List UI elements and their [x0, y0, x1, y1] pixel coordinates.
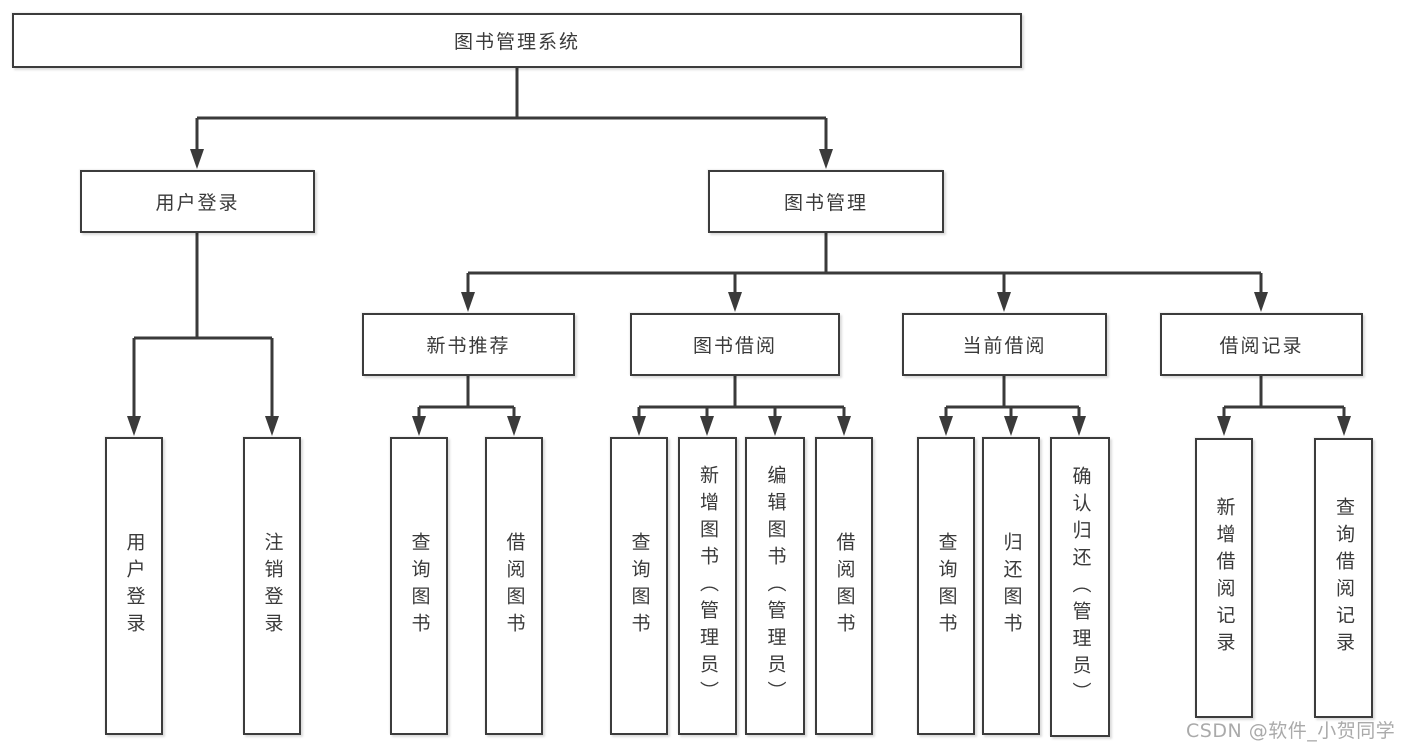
leaf-add-books-admin: 新增图书（管理员）	[678, 437, 737, 735]
node-book-borrow: 图书借阅	[630, 313, 840, 376]
arrow-down-icon	[728, 292, 742, 312]
arrow-down-icon	[1254, 292, 1268, 312]
leaf-return-books: 归还图书	[982, 437, 1040, 735]
arrow-down-icon	[997, 292, 1011, 312]
arrow-down-icon	[819, 149, 833, 169]
arrow-down-icon	[939, 416, 953, 436]
leaf-borrow-books-recommend: 借阅图书	[485, 437, 543, 735]
arrow-down-icon	[265, 416, 279, 436]
arrow-down-icon	[461, 292, 475, 312]
leaf-query-books-current: 查询图书	[917, 437, 975, 735]
leaf-borrow-books: 借阅图书	[815, 437, 873, 735]
leaf-add-borrow-record: 新增借阅记录	[1195, 438, 1253, 718]
arrow-down-icon	[1337, 416, 1351, 436]
leaf-query-books-borrow: 查询图书	[610, 437, 668, 735]
node-borrow-records: 借阅记录	[1160, 313, 1363, 376]
arrow-down-icon	[837, 416, 851, 436]
arrow-down-icon	[1072, 416, 1086, 436]
leaf-logout-login: 注销登录	[243, 437, 301, 735]
arrow-down-icon	[632, 416, 646, 436]
arrow-down-icon	[190, 149, 204, 169]
arrow-down-icon	[507, 416, 521, 436]
csdn-watermark: CSDN @软件_小贺同学	[1186, 720, 1396, 742]
arrow-down-icon	[127, 416, 141, 436]
node-current-borrow: 当前借阅	[902, 313, 1107, 376]
leaf-user-login: 用户登录	[105, 437, 163, 735]
leaf-edit-books-admin: 编辑图书（管理员）	[745, 437, 805, 735]
leaf-confirm-return-admin: 确认归还（管理员）	[1050, 437, 1110, 737]
node-book-management: 图书管理	[708, 170, 944, 233]
arrow-down-icon	[412, 416, 426, 436]
arrow-down-icon	[700, 416, 714, 436]
node-library-system: 图书管理系统	[12, 13, 1022, 68]
arrow-down-icon	[1004, 416, 1018, 436]
leaf-query-books-recommend: 查询图书	[390, 437, 448, 735]
node-user-login: 用户登录	[80, 170, 315, 233]
arrow-down-icon	[768, 416, 782, 436]
leaf-query-borrow-record: 查询借阅记录	[1314, 438, 1373, 718]
arrow-down-icon	[1217, 416, 1231, 436]
node-new-book-recommend: 新书推荐	[362, 313, 575, 376]
